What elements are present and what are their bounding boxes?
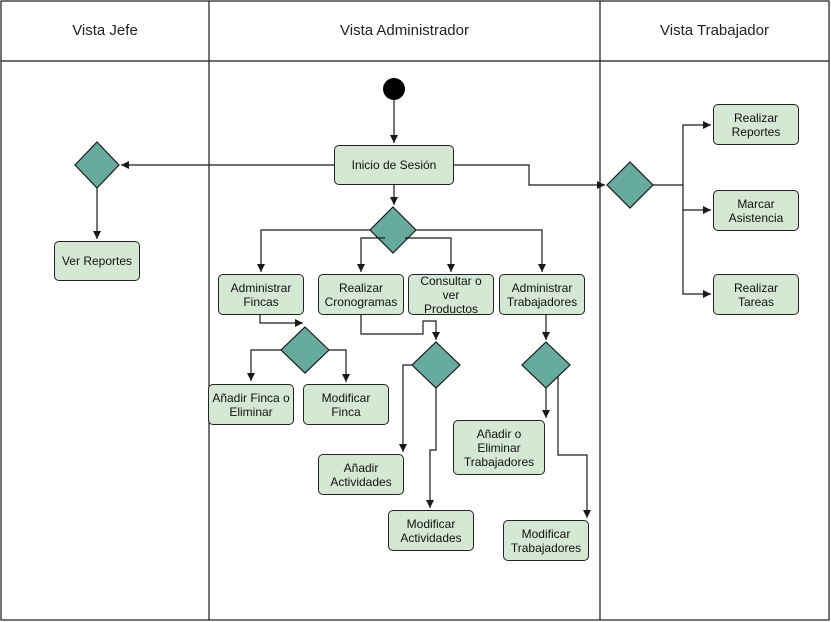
- lane-title-jefe: Vista Jefe: [72, 22, 138, 39]
- decision-admin: [369, 206, 417, 254]
- ver-reportes-node[interactable]: Ver Reportes: [54, 241, 140, 281]
- marcar-asistencia-node[interactable]: Marcar Asistencia: [713, 190, 799, 231]
- lane-title-trabajador: Vista Trabajador: [660, 22, 769, 39]
- administrar-trabajadores-node[interactable]: Administrar Trabajadores: [499, 274, 585, 315]
- lane-title-administrador: Vista Administrador: [340, 22, 469, 39]
- anadir-trabajadores-node[interactable]: Añadir o Eliminar Trabajadores: [453, 420, 545, 475]
- start-node: [383, 78, 405, 100]
- consultar-productos-node[interactable]: Consultar o ver Productos: [408, 274, 494, 316]
- decision-trabajadores: [521, 341, 571, 389]
- inicio-sesion-node[interactable]: Inicio de Sesión: [334, 145, 454, 185]
- realizar-tareas-node[interactable]: Realizar Tareas: [713, 274, 799, 315]
- anadir-finca-node[interactable]: Añadir Finca o Eliminar: [208, 384, 294, 425]
- realizar-reportes-node[interactable]: Realizar Reportes: [713, 104, 799, 145]
- administrar-fincas-node[interactable]: Administrar Fincas: [218, 274, 304, 315]
- modificar-actividades-node[interactable]: Modificar Actividades: [388, 510, 474, 551]
- decision-fincas: [280, 326, 330, 374]
- anadir-actividades-node[interactable]: Añadir Actividades: [318, 454, 404, 495]
- decision-jefe: [74, 141, 120, 189]
- modificar-trabajadores-node[interactable]: Modificar Trabajadores: [503, 520, 589, 561]
- decision-cronogramas: [411, 341, 461, 389]
- modificar-finca-node[interactable]: Modificar Finca: [303, 384, 389, 425]
- decision-trabajador: [606, 161, 654, 209]
- realizar-cronogramas-node[interactable]: Realizar Cronogramas: [318, 274, 404, 315]
- connectors: [93, 100, 711, 518]
